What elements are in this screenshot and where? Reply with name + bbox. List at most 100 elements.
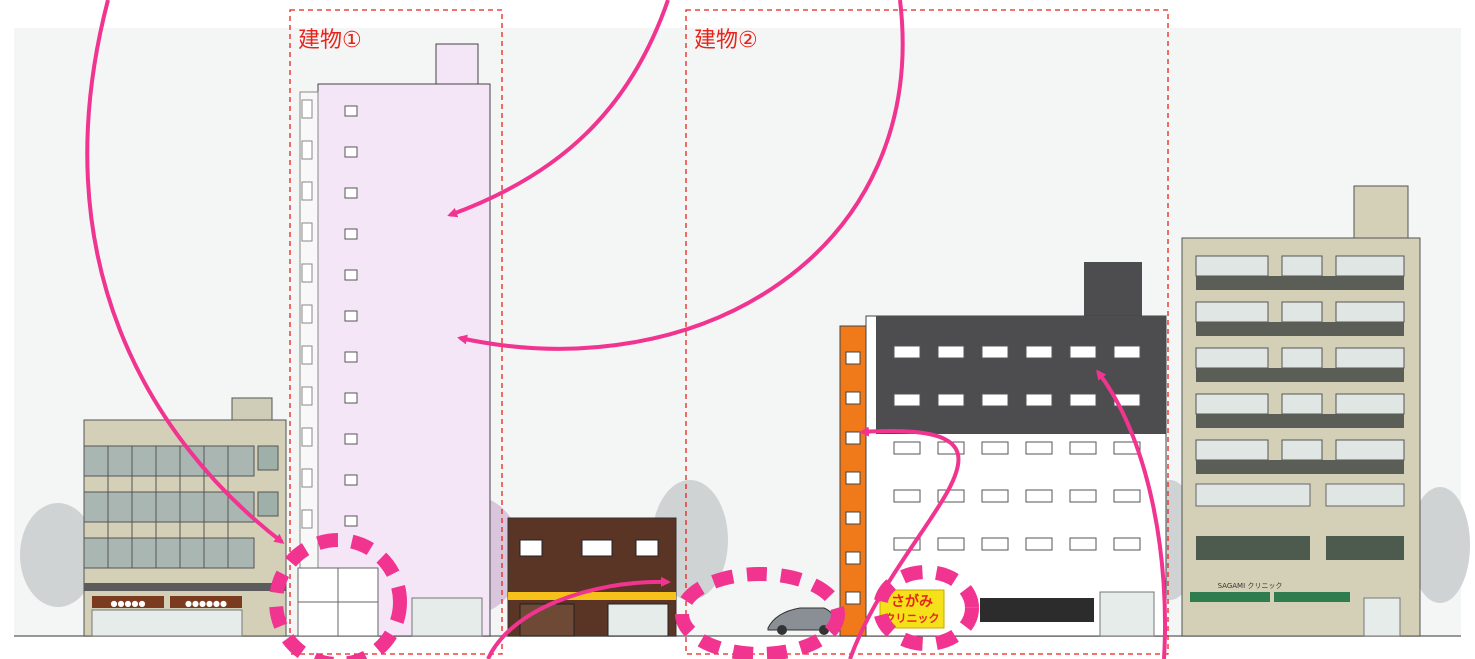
right-building-window [1281, 393, 1323, 415]
highlight-circle-entrance [269, 533, 407, 659]
tower-window [344, 392, 358, 404]
right-building-window [1195, 393, 1269, 415]
building-2-window [1025, 441, 1053, 455]
shop-sign-right: SAGAMI クリニック [1218, 582, 1283, 590]
right-building-window [1195, 255, 1269, 277]
building-1-tower [297, 43, 491, 637]
building-2-window [1069, 489, 1097, 503]
building-1-label: 建物① [298, 28, 362, 53]
highlight-circle-clinic [873, 565, 979, 651]
tower-window [344, 187, 358, 199]
tower-window [344, 433, 358, 445]
arrow-to-tower-middle [457, 0, 905, 351]
tower-balcony [301, 304, 313, 324]
tower-balcony [301, 263, 313, 283]
tower-balcony [301, 427, 313, 447]
viewpoint-arrows [85, 0, 1168, 659]
building-2-window [1113, 345, 1141, 359]
tower-window [344, 515, 358, 527]
arrow-to-parking [486, 576, 671, 659]
right-building-window [1281, 347, 1323, 369]
tower-balcony [301, 509, 313, 529]
brown-house [507, 517, 677, 637]
building-2-frame [685, 9, 1169, 655]
building-2-window [1113, 489, 1141, 503]
tower-balcony [301, 222, 313, 242]
right-building-balcony [1196, 460, 1404, 474]
tower-balcony [301, 99, 313, 119]
right-building-window [1281, 439, 1323, 461]
tower-windows [301, 99, 358, 529]
tower-window [344, 474, 358, 486]
building-2-window [1025, 345, 1053, 359]
stair-railing [845, 431, 861, 445]
right-building-window [1335, 347, 1405, 369]
tower-balcony [301, 181, 313, 201]
right-building-window [1281, 301, 1323, 323]
right-building-balcony [1196, 276, 1404, 290]
tower-window [344, 310, 358, 322]
arrow-to-entrance [85, 0, 285, 544]
tower-window [344, 269, 358, 281]
right-building-window [1195, 301, 1269, 323]
tower-window [344, 105, 358, 117]
right-building-balcony [1196, 368, 1404, 382]
building-2-window [981, 537, 1009, 551]
stair-railing [845, 391, 861, 405]
arrow-to-stair-tower [848, 426, 961, 659]
building-2-window [893, 345, 921, 359]
stair-railing [845, 591, 861, 605]
building-2-window [981, 393, 1009, 407]
building-2-window [893, 489, 921, 503]
right-building-window [1281, 255, 1323, 277]
right-building-window [1195, 347, 1269, 369]
arrow-to-tower-upper [447, 0, 670, 218]
stair-railing [845, 471, 861, 485]
building-2-window [981, 441, 1009, 455]
stair-railing [845, 351, 861, 365]
clinic-sign-line-1: さがみ [891, 593, 933, 610]
stair-railing [845, 511, 861, 525]
building-2-window [1025, 393, 1053, 407]
building-1-frame [289, 9, 503, 655]
building-2-window [1069, 393, 1097, 407]
tower-balcony [301, 140, 313, 160]
right-building-window [1335, 301, 1405, 323]
building-2-window [893, 393, 921, 407]
building-2-label: 建物② [694, 28, 758, 53]
tower-window [344, 146, 358, 158]
right-building-window [1335, 393, 1405, 415]
shop-sign-left-b: ●●●●●● [185, 599, 227, 608]
building-2-window [937, 345, 965, 359]
shop-sign-left-a: ●●●●● [111, 599, 146, 608]
building-2-window [1069, 345, 1097, 359]
tower-window [344, 228, 358, 240]
right-building-window [1335, 255, 1405, 277]
building-2-window [1025, 489, 1053, 503]
tower-window [344, 351, 358, 363]
building-2-window [1025, 537, 1053, 551]
building-2-window [893, 441, 921, 455]
building-2: さがみ クリニック [767, 262, 1167, 637]
right-building-balcony [1196, 414, 1404, 428]
building-2-window [1069, 441, 1097, 455]
stair-railing [845, 551, 861, 565]
tower-balcony [301, 468, 313, 488]
right-building-windows [1195, 255, 1405, 474]
tower-balcony [301, 345, 313, 365]
highlight-circles [269, 533, 979, 659]
left-office-building: ●●●●● ●●●●●● [83, 397, 287, 637]
building-2-window [1069, 537, 1097, 551]
right-beige-building: SAGAMI クリニック [1181, 185, 1421, 637]
right-building-window [1335, 439, 1405, 461]
building-2-window [1113, 537, 1141, 551]
clinic-sign-line-2: クリニック [885, 612, 940, 625]
building-2-window [981, 489, 1009, 503]
arrow-to-building-2-upper [1096, 369, 1168, 659]
stair-railings [845, 351, 861, 605]
building-2-window [981, 345, 1009, 359]
highlight-circle-parking [675, 567, 845, 659]
right-building-window [1195, 439, 1269, 461]
